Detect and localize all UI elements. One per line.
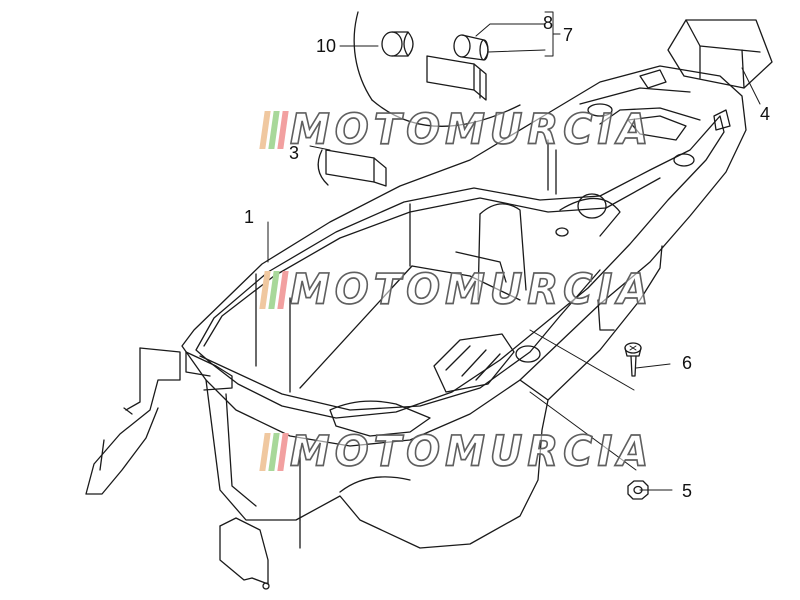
- flag-stripe: [277, 271, 289, 309]
- watermark: MOTOMURCIA: [259, 105, 654, 155]
- flag-stripe: [277, 111, 289, 149]
- part-8-spacer: [453, 34, 489, 61]
- part-4-pad: [667, 19, 773, 89]
- detail-circle: [317, 11, 521, 186]
- part-10-bushing: [381, 31, 414, 57]
- watermark-flag: [259, 271, 289, 309]
- watermark-text: MOTOMURCIA: [289, 265, 654, 315]
- callout-6: 6: [682, 353, 693, 373]
- part-6-screw: [624, 342, 642, 377]
- leader-lines: [267, 11, 761, 491]
- callout-8: 8: [543, 13, 554, 33]
- part-3-clip: [325, 149, 387, 187]
- watermark: MOTOMURCIA: [259, 265, 654, 315]
- body-part-1: [85, 65, 747, 590]
- callout-3: 3: [289, 143, 300, 163]
- callout-10: 10: [316, 36, 337, 56]
- callout-1: 1: [244, 207, 255, 227]
- watermark-flag: [259, 433, 289, 471]
- callout-7: 7: [563, 25, 574, 45]
- callout-4: 4: [760, 104, 771, 124]
- part-7-clip: [426, 55, 487, 101]
- watermark: MOTOMURCIA: [259, 427, 654, 477]
- watermark-text: MOTOMURCIA: [289, 105, 654, 155]
- flag-stripe: [277, 433, 289, 471]
- callout-5: 5: [682, 481, 693, 501]
- watermark-flag: [259, 111, 289, 149]
- part-5-nut: [627, 480, 649, 500]
- watermark-text: MOTOMURCIA: [289, 427, 654, 477]
